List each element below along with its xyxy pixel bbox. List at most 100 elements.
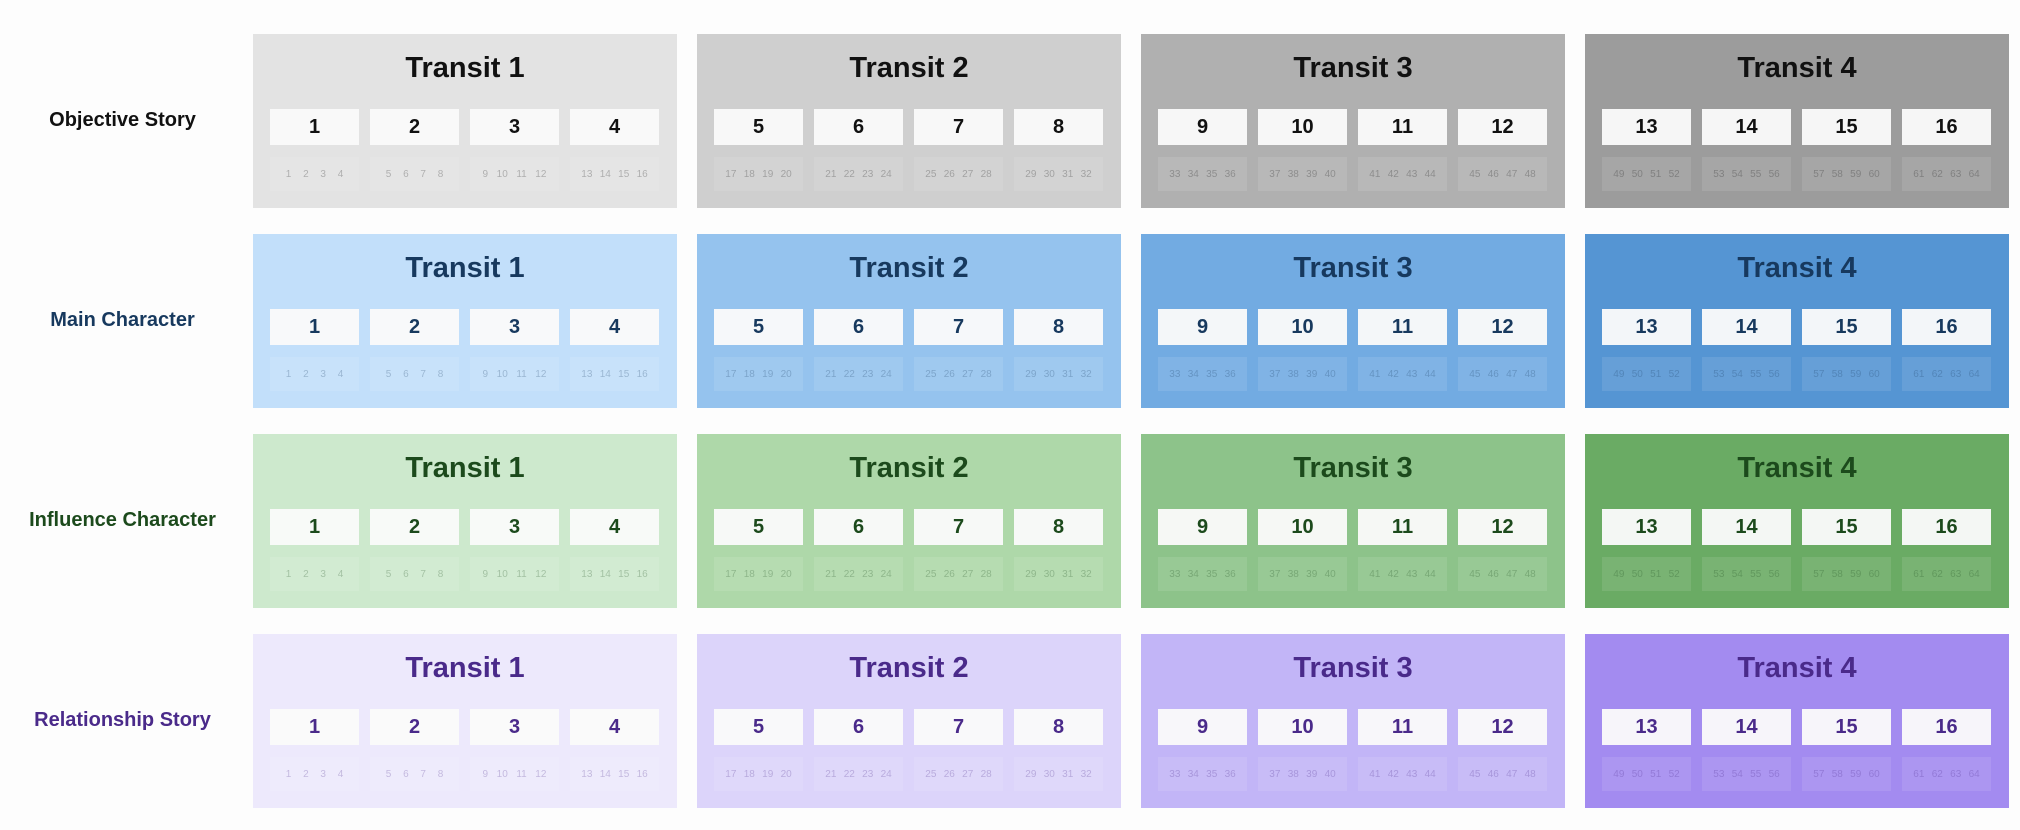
transit-number-box: 13	[1602, 509, 1691, 545]
sub-number: 28	[980, 168, 992, 180]
sub-number: 43	[1406, 168, 1418, 180]
transit-title: Transit 2	[849, 452, 969, 484]
sub-number: 7	[420, 368, 426, 380]
sub-number: 17	[725, 368, 737, 380]
transit-number-box: 13	[1602, 309, 1691, 345]
sub-number: 21	[825, 768, 837, 780]
transit-number-box: 4	[570, 109, 659, 145]
sub-number: 14	[599, 168, 611, 180]
sub-number: 39	[1306, 568, 1318, 580]
sub-number: 15	[618, 568, 630, 580]
sub-number: 20	[780, 368, 792, 380]
row-label: Objective Story	[49, 109, 196, 131]
sub-number: 53	[1713, 568, 1725, 580]
sub-number: 47	[1506, 168, 1518, 180]
transit-title: Transit 2	[849, 652, 969, 684]
sub-number: 56	[1768, 568, 1780, 580]
sub-number: 37	[1269, 568, 1281, 580]
transit-number-box: 13	[1602, 709, 1691, 745]
sub-number: 47	[1506, 568, 1518, 580]
sub-number: 40	[1324, 768, 1336, 780]
sub-number: 47	[1506, 368, 1518, 380]
sub-number: 21	[825, 568, 837, 580]
sub-number: 23	[862, 168, 874, 180]
sub-number: 60	[1868, 768, 1880, 780]
transit-number-box: 4	[570, 309, 659, 345]
sub-number: 5	[385, 768, 392, 780]
sub-number: 7	[420, 168, 426, 180]
sub-number: 5	[385, 168, 392, 180]
sub-number: 38	[1287, 768, 1299, 780]
transit-number-box: 1	[270, 309, 359, 345]
sub-number: 2	[303, 768, 309, 780]
sub-number: 54	[1731, 368, 1743, 380]
sub-number: 51	[1650, 568, 1662, 580]
sub-number: 36	[1224, 168, 1236, 180]
transit-number-box: 2	[370, 309, 459, 345]
sub-number: 60	[1868, 168, 1880, 180]
transit-number-box: 12	[1458, 309, 1547, 345]
sub-number: 26	[943, 568, 955, 580]
sub-number: 24	[880, 768, 892, 780]
transit-number-box: 11	[1358, 709, 1447, 745]
transit-number-box: 7	[914, 109, 1003, 145]
sub-number: 44	[1424, 768, 1436, 780]
sub-number: 10	[496, 568, 508, 580]
sub-number: 3	[320, 768, 326, 780]
sub-number: 19	[762, 368, 774, 380]
sub-number: 54	[1731, 168, 1743, 180]
sub-number: 18	[743, 768, 755, 780]
sub-number: 9	[482, 768, 489, 780]
sub-number: 51	[1650, 368, 1662, 380]
transit-number-box: 15	[1802, 309, 1891, 345]
sub-number: 40	[1324, 368, 1336, 380]
sub-number: 38	[1287, 368, 1299, 380]
transit-number-box: 2	[370, 109, 459, 145]
sub-number: 58	[1831, 768, 1843, 780]
sub-number: 30	[1043, 768, 1055, 780]
transit-number-box: 12	[1458, 509, 1547, 545]
transit-number-box: 3	[470, 709, 559, 745]
transit-title: Transit 1	[405, 252, 525, 284]
sub-number: 32	[1080, 768, 1092, 780]
sub-number: 50	[1631, 168, 1643, 180]
sub-number: 5	[385, 568, 392, 580]
sub-number: 61	[1913, 568, 1925, 580]
sub-number: 14	[599, 368, 611, 380]
sub-number: 1	[285, 768, 292, 780]
sub-number: 21	[825, 168, 837, 180]
sub-number: 12	[535, 168, 547, 180]
sub-number: 11	[516, 168, 527, 180]
